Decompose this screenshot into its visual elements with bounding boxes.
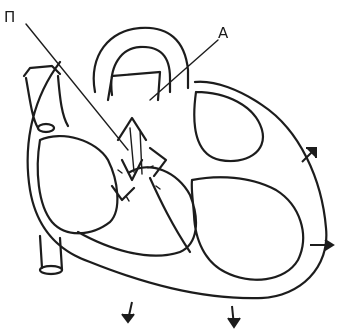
- aortic-arch-inner: [111, 47, 170, 95]
- label-right-leader: [150, 40, 218, 100]
- vessel-opening: [38, 124, 54, 132]
- aortic-arch: [94, 28, 188, 92]
- label-right: А: [218, 24, 229, 42]
- vena-cava-right-wall: [58, 76, 68, 126]
- left-ventricle: [192, 177, 303, 279]
- right-atrium: [38, 136, 118, 233]
- left-atrium: [194, 92, 263, 161]
- pulmonary-trunk: [108, 72, 160, 100]
- arrow-right: [310, 240, 333, 250]
- heart-valves: [112, 118, 166, 201]
- heart-outer-wall: [28, 62, 327, 298]
- septum: [150, 178, 190, 252]
- arrow-down-left: [122, 302, 134, 322]
- inferior-vena-cava-opening: [40, 266, 62, 274]
- label-left: П: [4, 8, 15, 26]
- arrow-down: [228, 306, 240, 327]
- right-ventricle: [78, 167, 196, 255]
